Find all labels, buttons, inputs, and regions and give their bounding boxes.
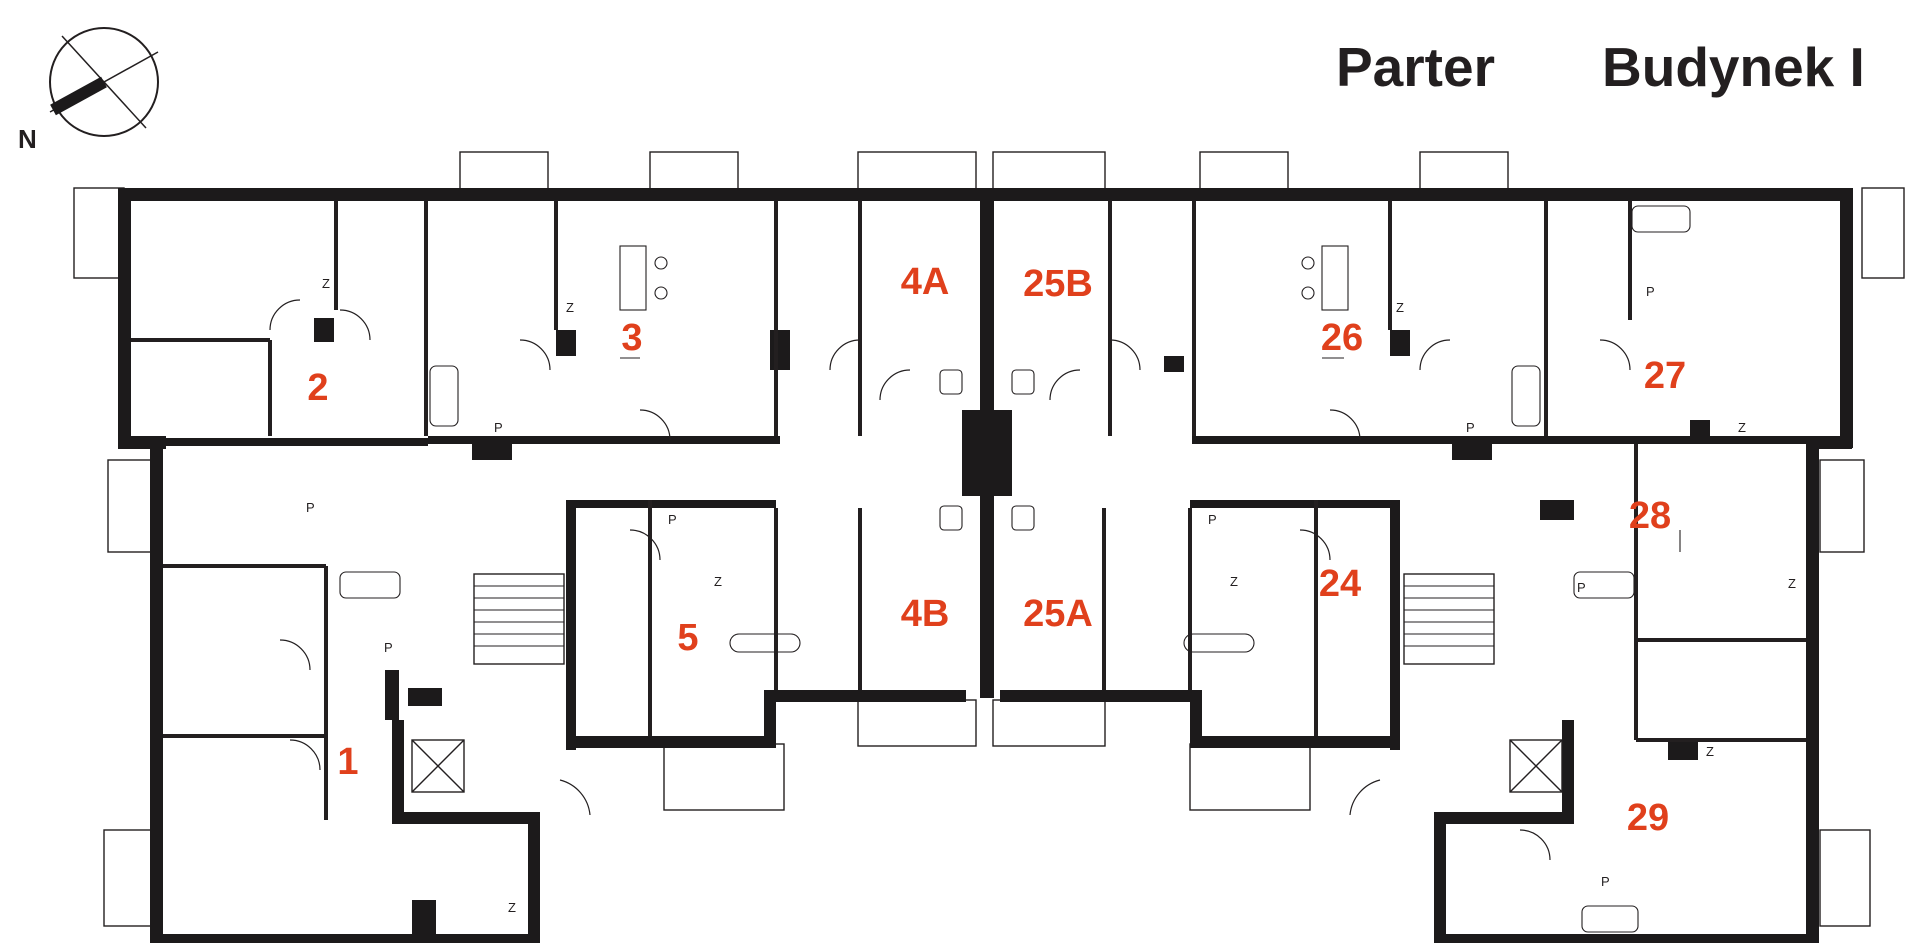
walls	[118, 188, 1853, 943]
unit-label-27[interactable]: 27	[1643, 355, 1687, 397]
washer-mark: P	[1208, 512, 1217, 527]
washer-mark: P	[494, 420, 503, 435]
unit-label-3[interactable]: 3	[621, 317, 643, 359]
unit-label-4a[interactable]: 4A	[900, 261, 950, 303]
fridge-mark: Z	[566, 300, 574, 315]
washer-mark: P	[306, 500, 315, 515]
unit-label-26[interactable]: 26	[1320, 317, 1364, 359]
compass-north-label: N	[18, 124, 37, 154]
fridge-mark: Z	[714, 574, 722, 589]
washer-mark: P	[1646, 284, 1655, 299]
appliance-marks: Z Z Z Z Z Z Z Z Z P P P P P P P P P	[306, 276, 1796, 915]
fridge-mark: Z	[1396, 300, 1404, 315]
fridge-mark: Z	[1788, 576, 1796, 591]
washer-mark: P	[1601, 874, 1610, 889]
unit-label-4b[interactable]: 4B	[900, 593, 950, 635]
fridge-mark: Z	[1230, 574, 1238, 589]
fridge-mark: Z	[322, 276, 330, 291]
unit-label-2[interactable]: 2	[307, 367, 329, 409]
partitions	[131, 200, 1806, 820]
floor-title: Parter	[1336, 36, 1495, 98]
compass-icon	[49, 27, 159, 137]
washer-mark: P	[1577, 580, 1586, 595]
unit-label-5[interactable]: 5	[677, 617, 699, 659]
fridge-mark: Z	[508, 900, 516, 915]
unit-label-1[interactable]: 1	[337, 741, 359, 783]
unit-label-28[interactable]: 28	[1628, 495, 1672, 537]
fridge-mark: Z	[1706, 744, 1714, 759]
unit-label-29[interactable]: 29	[1626, 797, 1670, 839]
washer-mark: P	[1466, 420, 1475, 435]
washer-mark: P	[384, 640, 393, 655]
staircase-left	[473, 573, 565, 665]
elevator-right	[1509, 739, 1563, 793]
fridge-mark: Z	[1738, 420, 1746, 435]
unit-label-25a[interactable]: 25A	[1023, 593, 1093, 635]
unit-label-25b[interactable]: 25B	[1023, 263, 1093, 305]
building-title: Budynek I	[1602, 36, 1865, 98]
fixtures	[339, 205, 1691, 933]
doors	[269, 299, 1631, 861]
unit-label-24[interactable]: 24	[1318, 563, 1362, 605]
washer-mark: P	[668, 512, 677, 527]
staircase-right	[1403, 573, 1495, 665]
elevator-left	[411, 739, 465, 793]
